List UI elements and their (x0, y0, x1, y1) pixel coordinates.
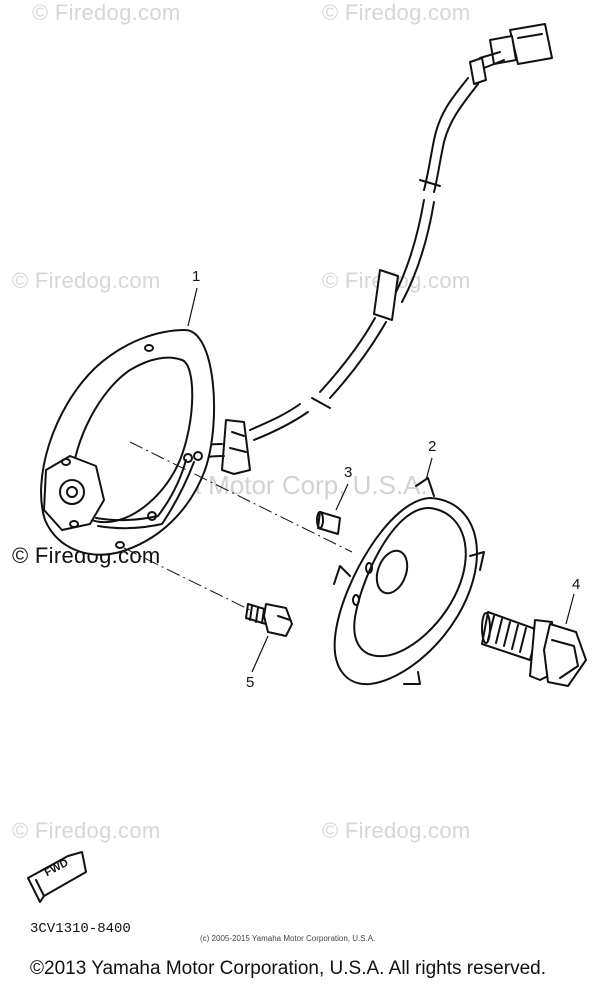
callout-3: 3 (344, 464, 353, 481)
pickup-coil-base-plate (40, 329, 216, 556)
dowel-pin (316, 511, 341, 535)
watermark-mid-left: © Firedog.com (12, 268, 161, 293)
alignment-line-center (129, 441, 353, 553)
pan-head-screw (245, 603, 293, 637)
wire-harness (185, 77, 479, 475)
diagram-code: 3CV1310-8400 (30, 921, 131, 937)
wire-connector-icon (469, 23, 553, 85)
flange-bolt (481, 611, 587, 687)
rotor-plate (333, 477, 485, 686)
callout-4: 4 (572, 576, 581, 593)
footer-copyright: ©2013 Yamaha Motor Corporation, U.S.A. A… (30, 958, 546, 979)
callout-5: 5 (246, 674, 255, 691)
alignment-line-screw (123, 547, 251, 611)
watermark-bottom-right: © Firedog.com (322, 818, 471, 843)
callout-2: 2 (428, 438, 437, 455)
watermark-bottom-left: © Firedog.com (12, 818, 161, 843)
fwd-arrow-icon (27, 851, 87, 903)
callout-1: 1 (192, 268, 201, 285)
watermark-top-left: © Firedog.com (32, 0, 181, 25)
watermark-top-right: © Firedog.com (322, 0, 471, 25)
small-copyright: (c) 2005-2015 Yamaha Motor Corporation, … (200, 934, 376, 943)
